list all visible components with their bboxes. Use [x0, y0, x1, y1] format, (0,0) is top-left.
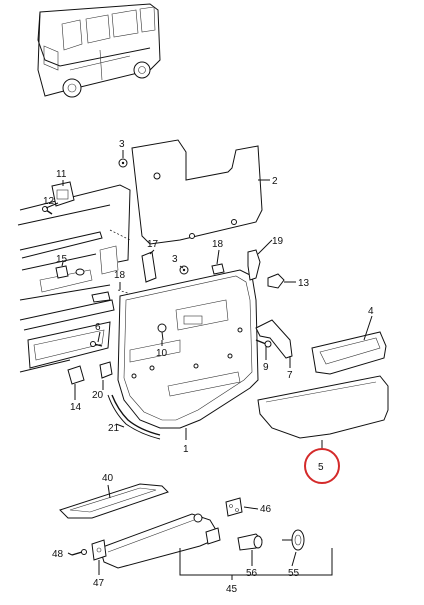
label-part-56: 56 [246, 568, 258, 579]
part-3-screw-top [118, 158, 128, 168]
label-part-21: 21 [108, 423, 120, 434]
label-part-11: 11 [56, 169, 67, 180]
door-frame-structure [17, 184, 151, 373]
part-19-handle-piece [247, 249, 261, 281]
part-2-upper-trim-panel [131, 139, 263, 245]
part-11-bracket [51, 181, 75, 207]
label-part-20: 20 [92, 390, 104, 401]
label-part-7: 7 [287, 370, 293, 381]
part-1-door-panel [117, 269, 259, 429]
part-labels: 3 2 11 12 17 18 19 15 3 13 18 6 4 10 9 7… [43, 139, 374, 595]
part-20-block [99, 361, 113, 379]
label-part-13: 13 [298, 278, 310, 289]
label-part-45: 45 [226, 584, 238, 595]
part-5-lower-trim-panel [257, 375, 389, 439]
part-4-trim-strip [311, 331, 387, 375]
part-14-block [67, 365, 85, 385]
label-part-6: 6 [95, 322, 101, 333]
part-46-plate [225, 497, 243, 517]
part-9-screw [255, 339, 272, 348]
label-part-18-upper: 18 [212, 239, 224, 250]
part-48-screw [71, 549, 87, 556]
part-10-clip [157, 323, 167, 341]
part-40-tray [59, 483, 169, 519]
part-17-bracket [141, 251, 157, 283]
part-6-screw [90, 341, 103, 347]
label-part-14: 14 [70, 402, 82, 413]
label-part-55: 55 [288, 568, 300, 579]
label-part-15: 15 [56, 254, 68, 265]
label-part-2: 2 [272, 176, 278, 187]
part-55-round-cover [282, 529, 305, 551]
van-illustration [37, 3, 161, 98]
label-part-46: 46 [260, 504, 272, 515]
label-part-40: 40 [102, 473, 114, 484]
label-part-3-top: 3 [119, 139, 125, 150]
leader-lines [45, 150, 373, 580]
label-part-17: 17 [147, 239, 159, 250]
part-18-clip-upper [211, 263, 225, 275]
label-part-1: 1 [183, 444, 189, 455]
part-21-seal-strip [107, 394, 161, 440]
part-18-clip-left [75, 268, 85, 276]
part-7-grab-handle [255, 319, 293, 359]
part-45-armrest [99, 513, 221, 569]
label-part-12: 12 [43, 196, 55, 207]
label-part-3-lower: 3 [172, 254, 178, 265]
part-15-clip [55, 265, 69, 279]
label-part-19: 19 [272, 236, 284, 247]
label-part-9: 9 [263, 362, 269, 373]
label-part-48: 48 [52, 549, 64, 560]
label-part-47: 47 [93, 578, 105, 589]
part-47-bracket [91, 539, 107, 561]
label-part-4: 4 [368, 306, 374, 317]
label-part-5: 5 [318, 462, 324, 473]
part-13-knob [267, 273, 285, 289]
highlight-circle [304, 448, 340, 484]
label-part-10: 10 [156, 348, 168, 359]
part-3-screw-lower [179, 265, 189, 275]
label-part-18-left: 18 [114, 270, 126, 281]
part-56-fitting [237, 533, 263, 551]
